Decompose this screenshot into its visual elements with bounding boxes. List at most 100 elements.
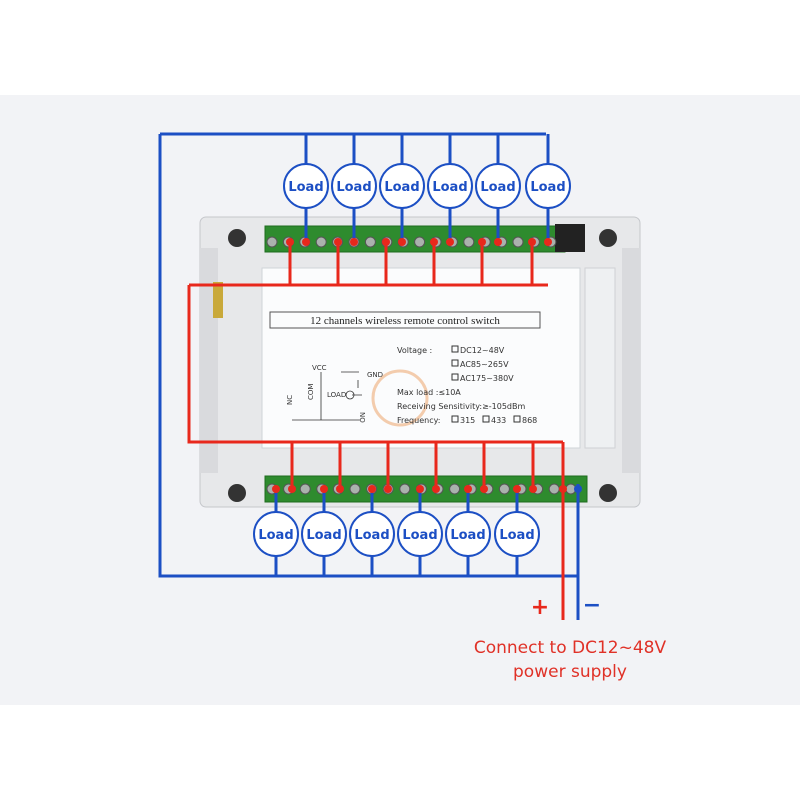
load-ring	[283, 163, 329, 209]
load-bottom-5: Load	[445, 511, 491, 557]
load-label: Load	[288, 180, 323, 195]
relay-schematic: VCC GND NC COM LOAD NO	[286, 364, 383, 423]
wire-node	[432, 485, 440, 493]
load-ring	[253, 511, 299, 557]
wire-node	[416, 485, 424, 493]
load-label: Load	[499, 528, 534, 543]
title-box	[269, 311, 541, 329]
load-bottom-6: Load	[494, 511, 540, 557]
load-bottom-3: Load	[349, 511, 395, 557]
wire-node	[286, 238, 294, 246]
screw-terminal	[266, 236, 278, 248]
load-top-5: Load	[475, 163, 521, 209]
load-ring	[494, 511, 540, 557]
board-title: 12 channels wireless remote control swit…	[310, 315, 500, 327]
load-label: Load	[402, 528, 437, 543]
load-label: Load	[432, 180, 467, 195]
power-caption-line1: Connect to DC12~48V	[473, 638, 667, 658]
wire-node	[430, 238, 438, 246]
load-ring	[525, 163, 571, 209]
spec-freq-433: 433	[491, 416, 506, 425]
power-caption-line2: power supply	[513, 662, 627, 682]
wire-node	[398, 238, 406, 246]
load-label: Load	[480, 180, 515, 195]
schematic-no: NO	[358, 412, 366, 423]
screw-terminal	[349, 483, 361, 495]
wire-node	[368, 485, 376, 493]
screw-terminal	[364, 236, 376, 248]
spec-max-load: Max load :≤10A	[397, 388, 461, 397]
logo-watermark	[371, 369, 429, 427]
screw-terminal	[414, 236, 426, 248]
screw-terminal	[315, 236, 327, 248]
wire-node	[478, 238, 486, 246]
load-ring	[301, 511, 347, 557]
load-top-1: Load	[283, 163, 329, 209]
wire-node	[382, 238, 390, 246]
load-label: Load	[354, 528, 389, 543]
wire-node	[288, 485, 296, 493]
red-inner-wire	[187, 283, 563, 444]
wire-node	[494, 238, 502, 246]
power-plus-sign: +	[531, 595, 549, 620]
wire-node	[446, 238, 454, 246]
load-label: Load	[384, 180, 419, 195]
load-label: Load	[530, 180, 565, 195]
load-top-3: Load	[379, 163, 425, 209]
power-jack-top	[555, 224, 585, 252]
load-label: Load	[336, 180, 371, 195]
load-ring	[331, 163, 377, 209]
load-top-2: Load	[331, 163, 377, 209]
screw-terminal	[548, 483, 560, 495]
spec-block: Voltage : DC12~48V AC85~265V AC175~380V …	[397, 345, 537, 425]
spec-frequency-label: Frequency:	[397, 416, 440, 425]
antenna-icon	[213, 282, 223, 318]
wire-node	[384, 485, 392, 493]
wire-node	[529, 485, 537, 493]
spec-voltage-label: Voltage :	[397, 346, 432, 355]
load-ring	[445, 511, 491, 557]
screw-terminal	[498, 483, 510, 495]
screw-terminal	[399, 483, 411, 495]
spec-voltage-ac1: AC85~265V	[460, 360, 509, 369]
schematic-gnd: GND	[367, 371, 383, 379]
power-minus-sign: −	[583, 593, 601, 618]
load-top-4: Load	[427, 163, 473, 209]
spec-voltage-ac2: AC175~380V	[460, 374, 514, 383]
wire-node	[480, 485, 488, 493]
spec-voltage-dc: DC12~48V	[460, 346, 505, 355]
load-wires	[266, 134, 582, 578]
load-ring	[349, 511, 395, 557]
wire-node	[302, 238, 310, 246]
screw-terminal	[463, 236, 475, 248]
schematic-com: COM	[307, 384, 315, 400]
load-bottom-2: Load	[301, 511, 347, 557]
load-top-6: Load	[525, 163, 571, 209]
wire-node	[320, 485, 328, 493]
screw-terminal	[299, 483, 311, 495]
schematic-nc: NC	[286, 395, 294, 405]
load-label: Load	[306, 528, 341, 543]
schematic-load: LOAD	[327, 391, 346, 399]
label-plate	[261, 267, 581, 449]
screw-terminal	[512, 236, 524, 248]
wire-node	[544, 238, 552, 246]
load-ring	[475, 163, 521, 209]
spec-freq-868: 868	[522, 416, 537, 425]
load-bottom-1: Load	[253, 511, 299, 557]
wire-node	[528, 238, 536, 246]
load-label: Load	[258, 528, 293, 543]
wire-node	[350, 238, 358, 246]
wire-node	[334, 238, 342, 246]
wire-node	[513, 485, 521, 493]
load-ring	[427, 163, 473, 209]
load-ring	[379, 163, 425, 209]
screw-terminal	[449, 483, 461, 495]
wire-node	[464, 485, 472, 493]
wire-node	[336, 485, 344, 493]
wire-node	[272, 485, 280, 493]
spec-sensitivity: Receiving Sensitivity:≥-105dBm	[397, 402, 526, 411]
load-label: Load	[450, 528, 485, 543]
